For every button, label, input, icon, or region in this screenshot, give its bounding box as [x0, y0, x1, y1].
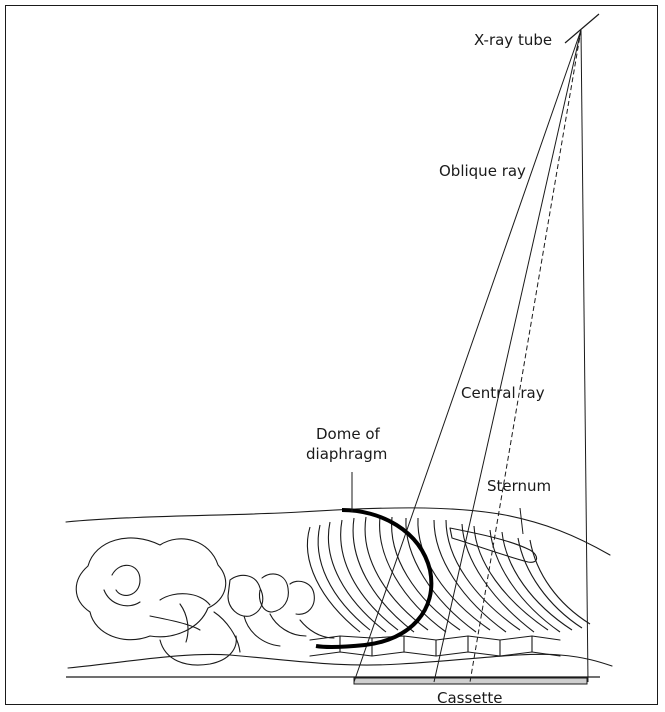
skull	[76, 538, 236, 665]
cervical-vertebrae	[214, 574, 334, 652]
label-central-ray: Central ray	[461, 384, 545, 402]
label-cassette: Cassette	[437, 689, 503, 707]
label-xray-tube: X-ray tube	[474, 31, 552, 49]
ray-line-inner	[434, 30, 581, 682]
sternum-pointer	[520, 508, 523, 534]
body-outline-ventral	[68, 654, 612, 668]
label-sternum: Sternum	[487, 477, 551, 495]
body-outline-dorsal	[66, 508, 610, 555]
xray-tube-marker	[565, 14, 599, 43]
vertical-ray-line	[581, 30, 588, 682]
label-dome-of: Dome of	[316, 425, 381, 443]
oblique-ray-line	[354, 30, 581, 682]
label-oblique-ray: Oblique ray	[439, 162, 526, 180]
label-diaphragm: diaphragm	[306, 445, 387, 463]
